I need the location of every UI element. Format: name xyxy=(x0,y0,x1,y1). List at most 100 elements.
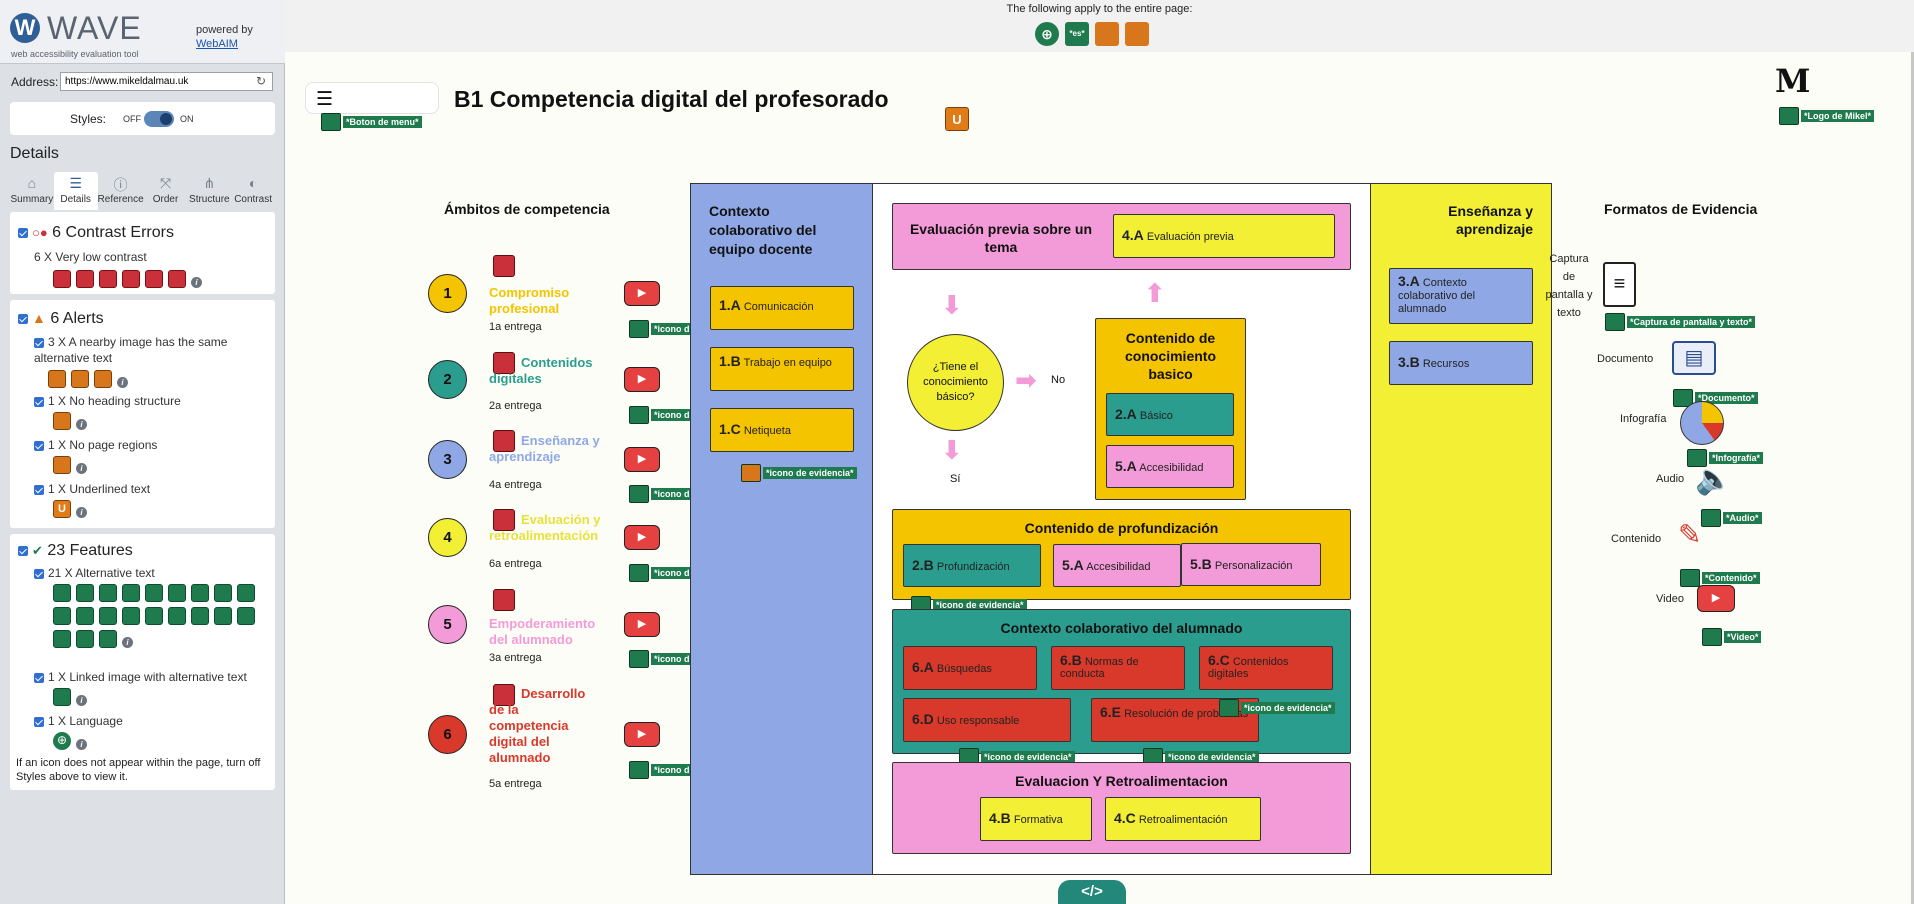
card-2b[interactable]: 2.B Profundización xyxy=(903,544,1041,587)
video-play-icon[interactable]: ▶ xyxy=(624,722,660,747)
format-alt-infografia[interactable]: *Infografía* xyxy=(1687,449,1764,467)
tab-order[interactable]: ⤧Order xyxy=(144,172,188,210)
info-icon[interactable]: i xyxy=(117,377,128,388)
video-play-icon[interactable]: ▶ xyxy=(624,281,660,306)
card-5a[interactable]: 5.A Accesibilidad xyxy=(1053,544,1181,587)
icono-alt-label[interactable]: *icono de evidencia* xyxy=(959,748,1075,766)
contrast-error-icon[interactable] xyxy=(168,270,186,288)
card-4c[interactable]: 4.C Retroalimentación xyxy=(1105,797,1261,841)
contrast-error-icon[interactable] xyxy=(76,270,94,288)
alt-text-icon[interactable] xyxy=(237,584,255,602)
feature-checkbox[interactable] xyxy=(34,672,44,683)
card-4b[interactable]: 4.B Formativa xyxy=(980,797,1092,841)
contrast-error-icon[interactable] xyxy=(493,589,515,611)
card-6c[interactable]: 6.C Contenidos digitales xyxy=(1199,646,1333,690)
alert-checkbox[interactable] xyxy=(34,396,44,407)
competence-name-2[interactable]: Contenidos digitales xyxy=(489,355,593,386)
alt-text-icon[interactable] xyxy=(76,630,94,648)
no-heading-alert-icon[interactable] xyxy=(53,412,71,430)
video-play-icon[interactable]: ▶ xyxy=(624,612,660,637)
alt-text-icon[interactable] xyxy=(122,607,140,625)
format-alt-audio[interactable]: *Audio* xyxy=(1701,509,1762,527)
no-heading-alert-icon[interactable] xyxy=(1095,22,1119,46)
format-alt-documento[interactable]: *Documento* xyxy=(1673,389,1758,407)
video-play-icon[interactable]: ▶ xyxy=(624,447,660,472)
alt-text-icon[interactable] xyxy=(99,607,117,625)
webaim-link[interactable]: WebAIM xyxy=(196,38,238,50)
info-icon[interactable]: i xyxy=(76,507,87,518)
icono-alt-label[interactable]: *icono d xyxy=(629,485,693,503)
tab-contrast[interactable]: ◐Contrast xyxy=(231,172,275,210)
menu-button[interactable]: ☰ xyxy=(305,82,439,114)
contrast-error-icon[interactable] xyxy=(493,352,515,374)
underlined-alert-icon[interactable]: U xyxy=(53,500,71,518)
contrast-error-icon[interactable] xyxy=(493,509,515,531)
card-6b[interactable]: 6.B Normas de conducta xyxy=(1051,646,1185,690)
competence-name-6[interactable]: Desarrollo de la competencia digital del… xyxy=(489,686,586,765)
competence-name-4[interactable]: Evaluación y retroalimentación xyxy=(489,512,601,543)
alt-text-icon[interactable] xyxy=(145,607,163,625)
info-icon[interactable]: i xyxy=(191,277,202,288)
contrast-error-icon[interactable] xyxy=(493,684,515,706)
globe-icon[interactable]: ⊕ xyxy=(53,732,71,750)
card-3a[interactable]: 3.A Contexto colaborativo del alumnado xyxy=(1389,268,1533,324)
icono-alt-label[interactable]: *icono de evidencia* xyxy=(741,464,857,482)
menu-alt-label[interactable]: *Boton de menu* xyxy=(321,113,422,131)
feature-checkbox[interactable] xyxy=(34,716,44,727)
alert-checkbox[interactable] xyxy=(34,440,44,451)
mikel-logo[interactable]: M xyxy=(1775,62,1811,100)
alert-item-same-alt[interactable]: 3 X A nearby image has the same alternat… xyxy=(34,334,269,366)
alt-text-icon[interactable] xyxy=(191,584,209,602)
alt-text-icon[interactable] xyxy=(53,607,71,625)
competence-name-1[interactable]: Compromiso profesional xyxy=(489,285,570,316)
contrast-error-icon[interactable] xyxy=(493,255,515,277)
contrast-error-icon[interactable] xyxy=(145,270,163,288)
tab-details[interactable]: ☰Details xyxy=(53,172,98,210)
alt-text-icon[interactable] xyxy=(145,584,163,602)
alt-text-icon[interactable] xyxy=(53,584,71,602)
alt-text-icon[interactable] xyxy=(99,584,117,602)
info-icon[interactable]: i xyxy=(76,739,87,750)
feature-item-alt-text[interactable]: 21 X Alternative text xyxy=(34,566,155,580)
card-5b[interactable]: 5.B Personalización xyxy=(1181,543,1321,586)
alt-text-icon[interactable] xyxy=(214,584,232,602)
alt-text-icon[interactable] xyxy=(53,630,71,648)
icono-alt-label[interactable]: *icono de evidencia* xyxy=(1143,748,1259,766)
errors-checkbox[interactable] xyxy=(18,227,28,238)
scrollbar[interactable] xyxy=(1911,52,1914,904)
alert-checkbox[interactable] xyxy=(34,337,44,348)
address-input[interactable] xyxy=(60,72,273,91)
code-button[interactable]: </> xyxy=(1058,880,1126,904)
underlined-alert-icon[interactable]: U xyxy=(945,107,969,131)
styles-toggle-switch[interactable] xyxy=(144,111,174,127)
alert-item-no-regions[interactable]: 1 X No page regions xyxy=(34,438,157,452)
alt-text-icon[interactable] xyxy=(168,584,186,602)
features-checkbox[interactable] xyxy=(18,545,28,556)
language-globe-icon[interactable]: ⊕ xyxy=(1035,22,1059,46)
contrast-error-icon[interactable] xyxy=(53,270,71,288)
card-5a-basico[interactable]: 5.A Accesibilidad xyxy=(1106,445,1234,488)
info-icon[interactable]: i xyxy=(76,463,87,474)
contrast-error-icon[interactable] xyxy=(122,270,140,288)
format-alt-contenido[interactable]: *Contenido* xyxy=(1680,569,1760,587)
competence-name-5[interactable]: Empoderamiento del alumnado xyxy=(489,616,596,647)
errors-heading[interactable]: ○● 6 Contrast Errors xyxy=(18,224,174,242)
info-icon[interactable]: i xyxy=(76,695,87,706)
alt-text-icon[interactable] xyxy=(191,607,209,625)
card-1b[interactable]: 1.B Trabajo en equipo xyxy=(710,347,854,391)
same-alt-alert-icon[interactable] xyxy=(71,370,89,388)
video-play-icon[interactable]: ▶ xyxy=(624,367,660,392)
alerts-heading[interactable]: ▲ 6 Alerts xyxy=(18,310,104,328)
alert-item-underlined[interactable]: 1 X Underlined text xyxy=(34,482,150,496)
alt-text-icon[interactable] xyxy=(122,584,140,602)
card-2a[interactable]: 2.A Básico xyxy=(1106,393,1234,436)
no-regions-alert-icon[interactable] xyxy=(1125,22,1149,46)
linked-image-icon[interactable] xyxy=(53,688,71,706)
alt-text-icon[interactable] xyxy=(76,584,94,602)
alert-item-no-heading[interactable]: 1 X No heading structure xyxy=(34,394,181,408)
alerts-checkbox[interactable] xyxy=(18,313,28,324)
icono-alt-label[interactable]: *icono d xyxy=(629,564,693,582)
card-1a[interactable]: 1.A Comunicación xyxy=(710,286,854,330)
format-alt-video[interactable]: *Video* xyxy=(1702,628,1762,646)
features-heading[interactable]: ✔ 23 Features xyxy=(18,542,133,560)
